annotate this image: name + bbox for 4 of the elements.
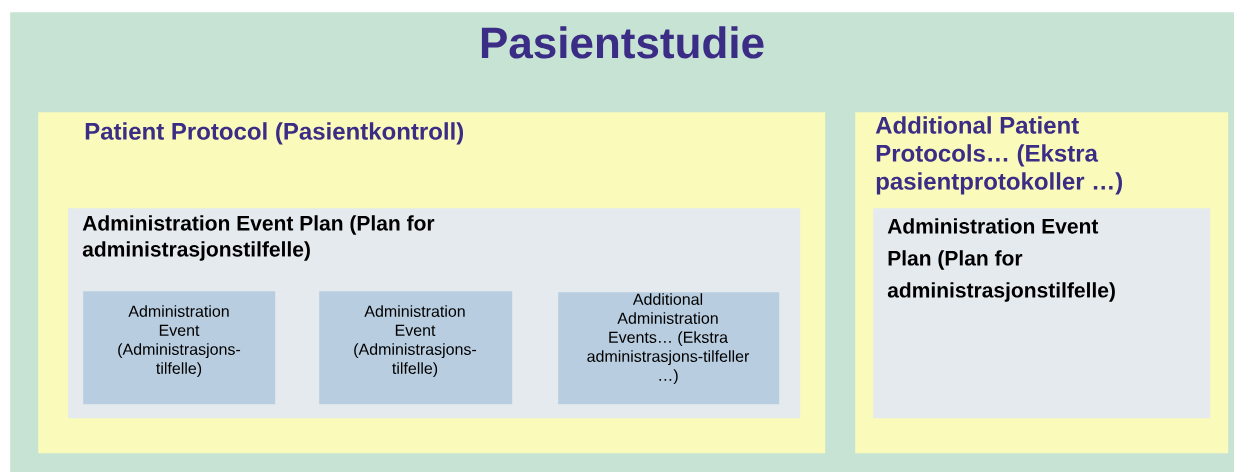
plan-box: Administration Event Plan (Plan for administrasjonstilfelle) (873, 208, 1211, 419)
event-box: Administration Event (Administrasjons-tilfelle) (319, 291, 513, 405)
event-box: Additional Administration Events… (Ekstra administrasjons-tilfeller …) (558, 292, 780, 405)
event-box: Administration Event (Administrasjons-tilfelle) (83, 291, 276, 405)
